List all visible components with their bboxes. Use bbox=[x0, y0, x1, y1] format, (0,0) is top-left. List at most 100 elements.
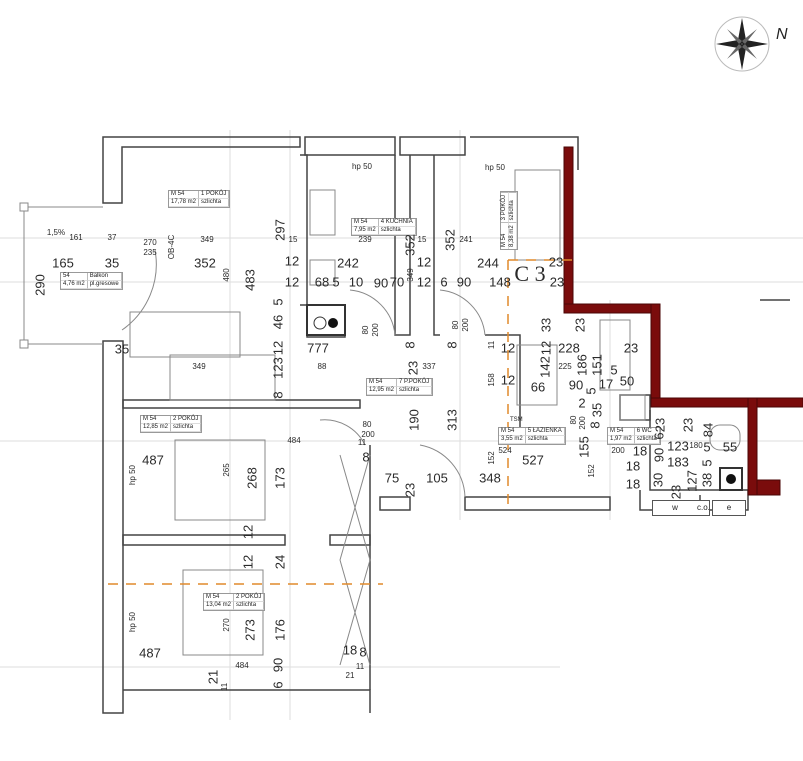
dimension-label: 5 bbox=[270, 298, 286, 306]
dimension-label: 80 bbox=[569, 415, 578, 425]
dimension-label: 66 bbox=[530, 379, 546, 395]
dimension-label: 12 bbox=[240, 524, 256, 540]
dimension-label: 151 bbox=[589, 354, 605, 376]
dimension-label: 158 bbox=[487, 373, 496, 387]
dimension-label: 270 bbox=[143, 238, 157, 247]
dimension-label: 155 bbox=[576, 436, 592, 458]
dimension-label: 235 bbox=[143, 248, 157, 257]
dimension-label: 12 bbox=[416, 274, 432, 290]
dimension-label: 5 bbox=[610, 362, 618, 378]
dimension-label: 8 bbox=[270, 391, 286, 399]
dimension-label: 5 bbox=[699, 459, 715, 467]
dimension-label: 5 bbox=[332, 274, 340, 290]
dimension-label: 15 bbox=[417, 235, 427, 244]
dimension-label: 23 bbox=[548, 254, 564, 270]
dimension-label: 90 bbox=[651, 447, 667, 463]
room-finish: szlichta bbox=[525, 436, 565, 444]
dimension-label: 35 bbox=[114, 341, 130, 357]
dimension-label: 290 bbox=[32, 274, 48, 296]
room-finish: szlichta bbox=[171, 424, 202, 432]
dimension-label: 105 bbox=[426, 470, 448, 486]
dimension-label: 90 bbox=[373, 275, 389, 291]
dimension-label: 186 bbox=[574, 354, 590, 376]
room-area: 4,76 m2 bbox=[61, 281, 88, 289]
dimension-label: 225 bbox=[558, 362, 572, 371]
dimension-label: 23 bbox=[623, 340, 639, 356]
dimension-label: 24 bbox=[272, 554, 288, 570]
room-area: 7,95 m2 bbox=[352, 227, 379, 235]
dimension-label: 15 bbox=[288, 235, 298, 244]
dimension-label: 23 bbox=[652, 417, 668, 433]
dimension-label: 35 bbox=[589, 402, 605, 418]
room-area: 13,04 m2 bbox=[204, 602, 235, 610]
dimension-label: 55 bbox=[722, 439, 738, 455]
room-code: M 54 bbox=[352, 219, 379, 227]
room-name: 6 WC bbox=[634, 428, 660, 436]
dimension-label: 37 bbox=[107, 233, 117, 242]
room-name: Balkon bbox=[87, 273, 122, 281]
room-finish: szlichta bbox=[634, 436, 660, 444]
dimension-label: C 3 bbox=[514, 261, 546, 286]
dimension-label: 127 bbox=[684, 470, 700, 492]
dimension-label: 18 bbox=[342, 642, 358, 658]
dimension-label: 270 bbox=[222, 618, 231, 632]
dimension-label: 487 bbox=[142, 452, 164, 468]
dimension-label: 80 bbox=[361, 325, 370, 335]
room-area: 1,97 m2 bbox=[608, 436, 635, 444]
room-area: 12,85 m2 bbox=[141, 424, 172, 432]
room-name: 2 POKÓJ bbox=[171, 416, 202, 424]
dimension-label: 12 bbox=[284, 253, 300, 269]
room-area: 12,95 m2 bbox=[367, 387, 398, 395]
dimension-label: 90 bbox=[270, 657, 286, 673]
dimension-label: 23 bbox=[572, 317, 588, 333]
dimension-label: 11 bbox=[357, 438, 367, 447]
dimension-label: 23 bbox=[549, 274, 565, 290]
dimension-label: 11 bbox=[220, 682, 229, 692]
dimension-label: 6 bbox=[651, 432, 667, 440]
dimension-label: 17 bbox=[598, 376, 614, 392]
dimension-label: 349 bbox=[200, 235, 214, 244]
dimension-label: 80 bbox=[451, 320, 460, 330]
dimension-label: 18 bbox=[632, 443, 648, 459]
dimension-label: 152 bbox=[587, 464, 596, 478]
dimension-label: 80 bbox=[362, 420, 372, 429]
compass-rose-icon bbox=[714, 16, 770, 72]
room-code: M 54 bbox=[169, 191, 200, 199]
dimension-label: 21 bbox=[205, 669, 221, 685]
dimension-label: 200 bbox=[361, 430, 375, 439]
dimension-label: 12 bbox=[270, 340, 286, 356]
dimension-label: 183 bbox=[667, 454, 689, 470]
dimension-label: 23 bbox=[668, 484, 684, 500]
dimension-label: 123 bbox=[667, 438, 689, 454]
dimension-label: 2 bbox=[578, 395, 586, 411]
dimension-label: 297 bbox=[272, 219, 288, 241]
dimension-label: 123 bbox=[270, 357, 286, 379]
dimension-label: 23 bbox=[402, 482, 418, 498]
dimension-label: 5 bbox=[583, 387, 599, 395]
room-area: 17,78 m2 bbox=[169, 199, 200, 207]
dimension-label: 18 bbox=[625, 476, 641, 492]
room-code: M 54 bbox=[608, 428, 635, 436]
dimension-label: 70 bbox=[389, 274, 405, 290]
room-name: 2 POKÓJ bbox=[234, 594, 265, 602]
room-name: 7 P.POKÓJ bbox=[397, 379, 433, 387]
dimension-label: 30 bbox=[650, 472, 666, 488]
dimension-label: 38 bbox=[699, 472, 715, 488]
room-finish: szlichta bbox=[509, 191, 517, 223]
dimension-label: 23 bbox=[680, 417, 696, 433]
dimension-label: 90 bbox=[456, 274, 472, 290]
room-name: 3 POKÓJ bbox=[501, 191, 509, 223]
room-code: M 54 bbox=[141, 416, 172, 424]
dimension-label: 527 bbox=[522, 452, 544, 468]
dimension-label: hp 50 bbox=[128, 611, 137, 633]
dimension-label: 352 bbox=[194, 255, 216, 271]
dimension-label: 35 bbox=[104, 255, 120, 271]
room-code: 54 bbox=[61, 273, 88, 281]
dimension-label: 68 bbox=[314, 274, 330, 290]
heating-meter-box: c.o. bbox=[697, 500, 710, 516]
